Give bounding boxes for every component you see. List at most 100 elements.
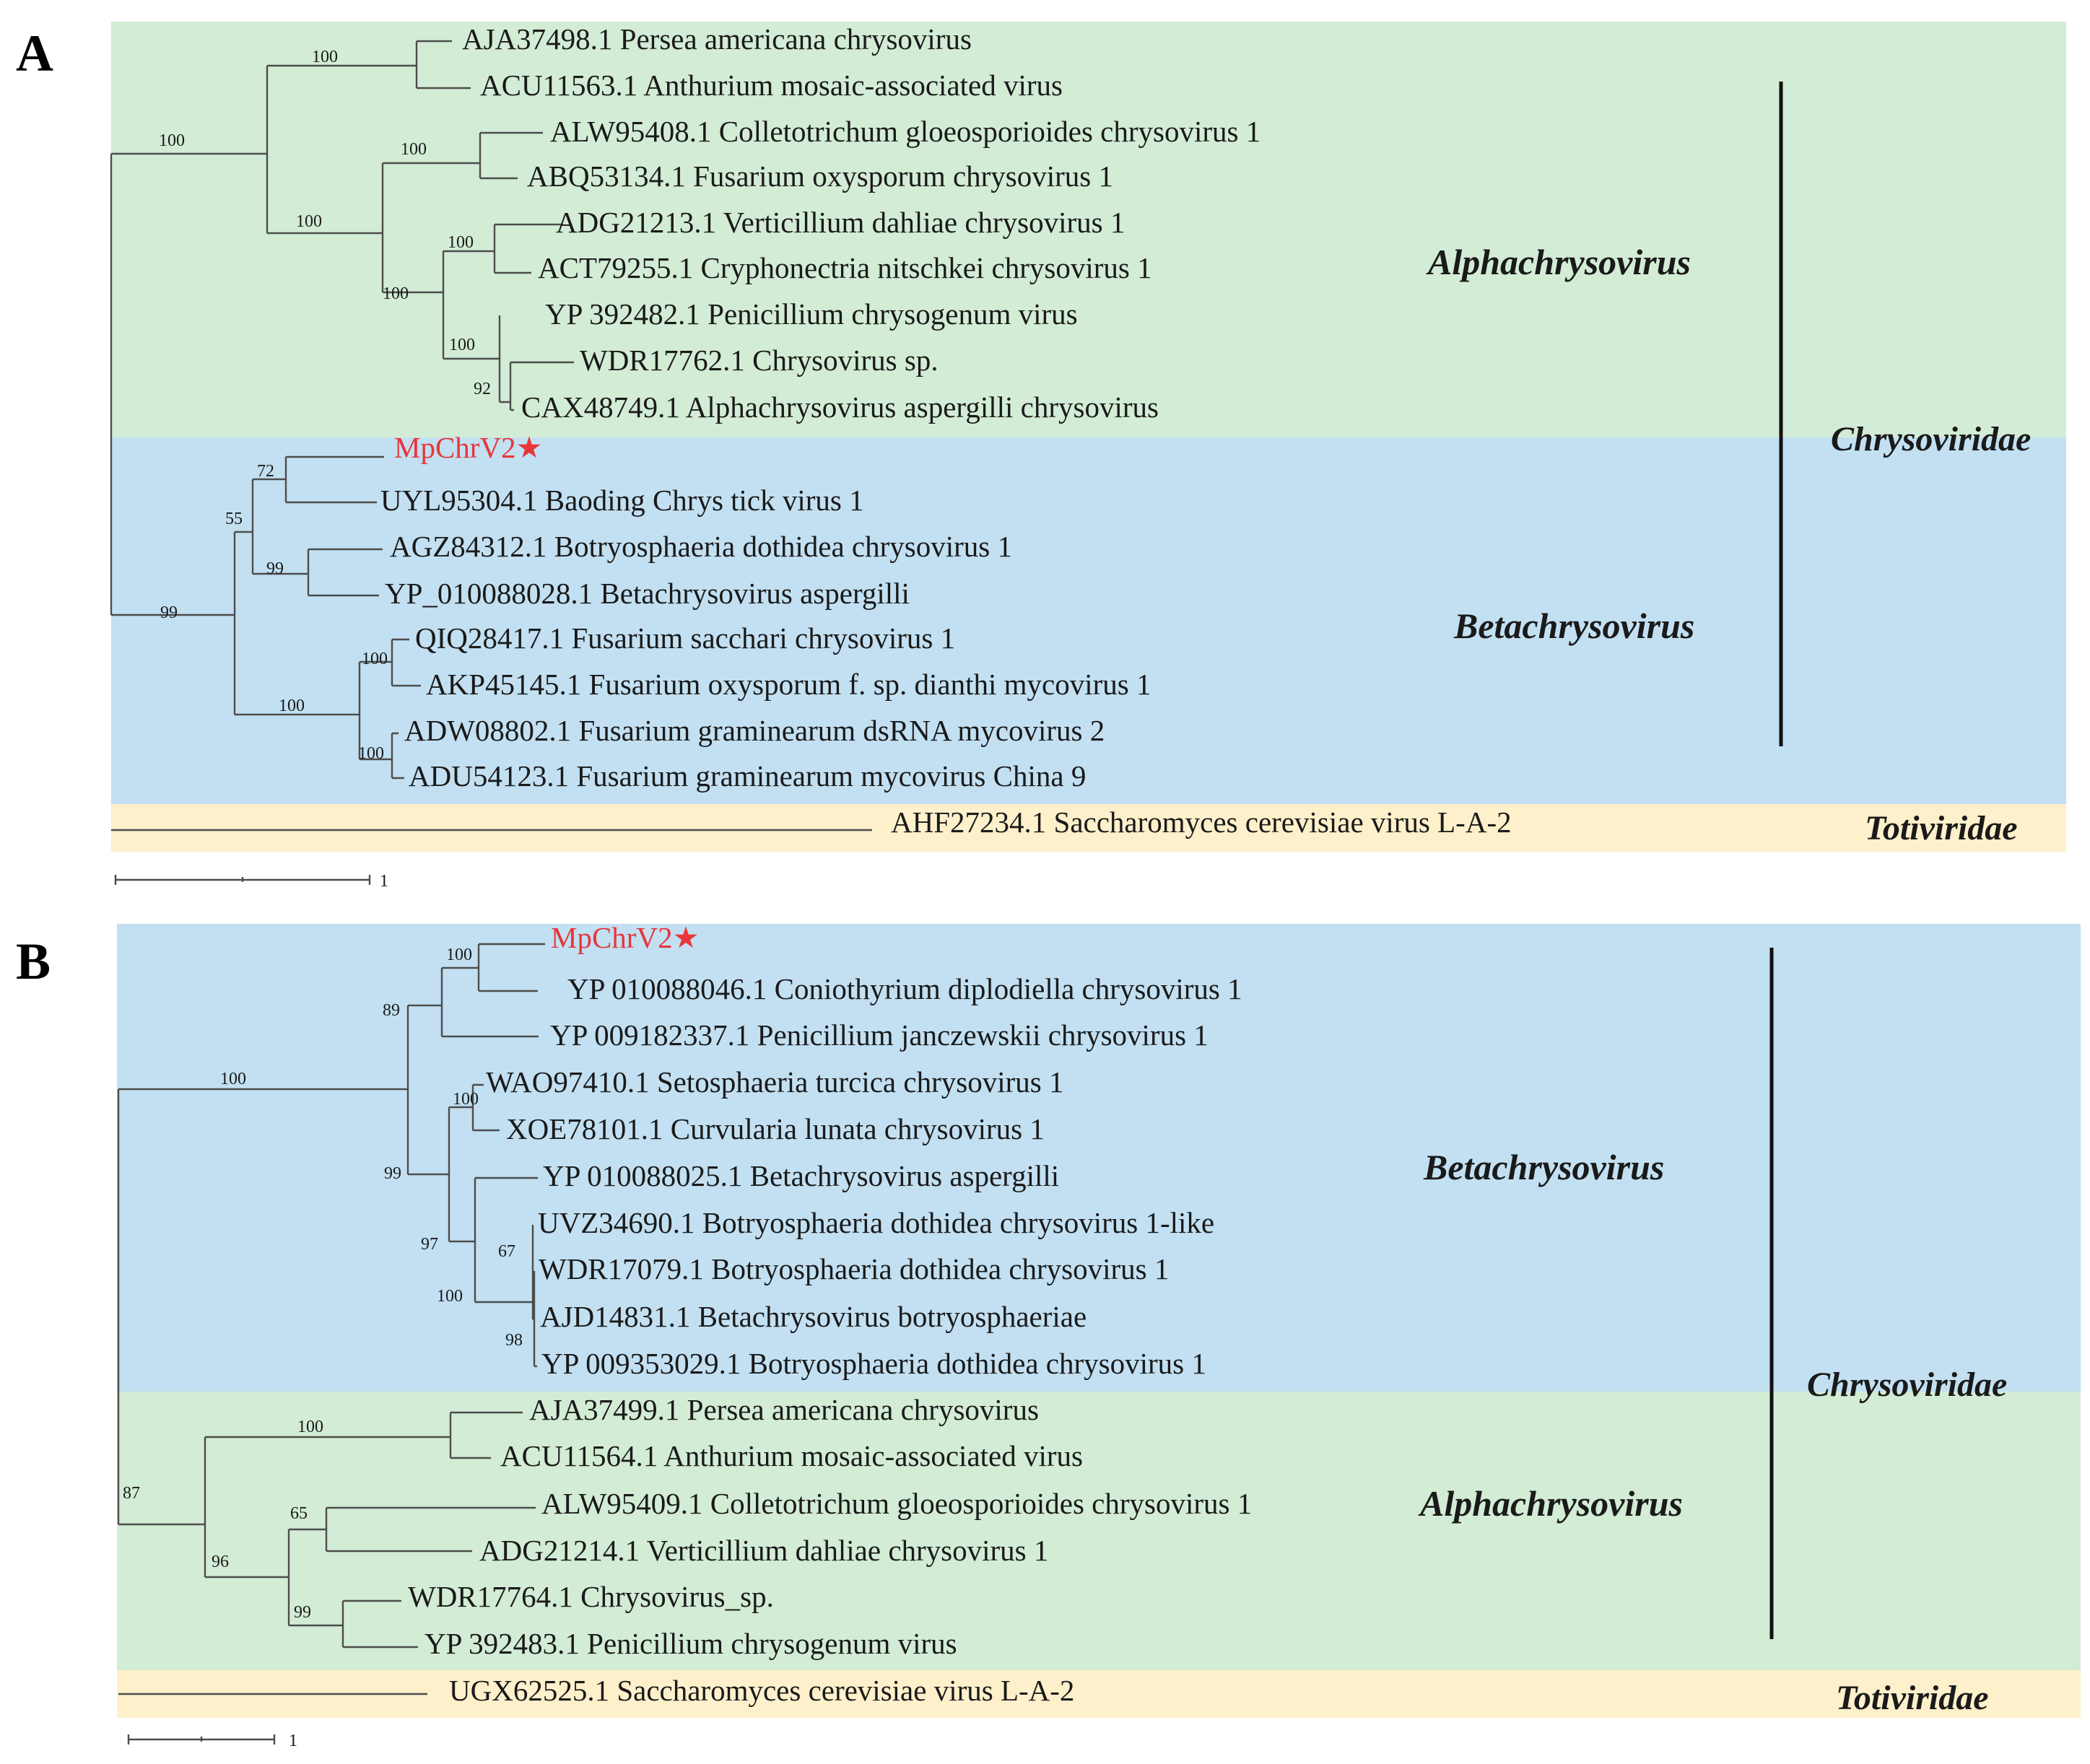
branch <box>440 966 539 1038</box>
tip-label: AKP45145.1 Fusarium oxysporum f. sp. dia… <box>426 668 1151 701</box>
panel-a-genus-label-betachrysovirus: Betachrysovirus <box>1453 606 1694 646</box>
tip-label: YP_010088028.1 Betachrysovirus aspergill… <box>385 577 910 610</box>
panel-b-bootstrap-values: 100 89 100 100 99 97 67 100 98 100 87 65… <box>123 946 523 1622</box>
tip-label: YP 009353029.1 Botryosphaeria dothidea c… <box>541 1347 1206 1380</box>
mpchrv2-tip-label: MpChrV2★ <box>551 921 699 954</box>
branch <box>391 732 404 780</box>
branch <box>251 478 308 575</box>
bootstrap-value: 100 <box>362 650 388 668</box>
panel-a-alphachrysovirus-band <box>111 22 2066 437</box>
branch <box>442 250 500 360</box>
bootstrap-value: 99 <box>160 603 178 622</box>
branch <box>358 660 392 761</box>
tip-label: CAX48749.1 Alphachrysovirus aspergilli c… <box>521 390 1159 424</box>
branch <box>493 223 563 274</box>
bootstrap-value: 98 <box>505 1331 523 1350</box>
bootstrap-value: 72 <box>257 462 274 481</box>
bootstrap-value: 65 <box>290 1504 308 1523</box>
scale-bar-label: 1 <box>380 872 388 891</box>
branch <box>391 638 421 687</box>
branch <box>287 1528 343 1627</box>
bootstrap-value: 100 <box>449 336 475 354</box>
panel-a-tip-labels: AJA37498.1 Persea americana chrysovirus … <box>380 22 1512 839</box>
branch <box>341 1599 418 1649</box>
bootstrap-value: 100 <box>297 1418 323 1436</box>
branch <box>110 152 872 831</box>
branch <box>533 1271 537 1368</box>
bootstrap-value: 100 <box>383 284 409 303</box>
tip-label: ADW08802.1 Fusarium graminearum dsRNA my… <box>404 714 1105 747</box>
panel-b-totiviridae-band <box>117 1670 2081 1718</box>
bootstrap-value: 100 <box>358 744 384 763</box>
tip-label: QIQ28417.1 Fusarium sacchari chrysovirus… <box>415 621 955 655</box>
bootstrap-value: 89 <box>383 1001 400 1020</box>
panel-a-scale-bar: 1 <box>114 872 388 891</box>
bootstrap-value: 97 <box>421 1235 438 1254</box>
panel-a-branches <box>110 40 872 831</box>
tip-label: UYL95304.1 Baoding Chrys tick virus 1 <box>380 484 864 517</box>
panel-a-betachrysovirus-band <box>111 437 2066 804</box>
tip-label: AGZ84312.1 Botryosphaeria dothidea chrys… <box>390 530 1012 563</box>
bootstrap-value: 100 <box>437 1287 463 1306</box>
bootstrap-value: 100 <box>401 140 427 159</box>
tip-label: ACU11564.1 Anthurium mosaic-associated v… <box>500 1439 1083 1472</box>
tip-label: ABQ53134.1 Fusarium oxysporum chrysoviru… <box>527 160 1113 193</box>
bootstrap-value: 100 <box>453 1090 479 1109</box>
panel-b-branches <box>117 943 545 1695</box>
bootstrap-value: 100 <box>220 1070 246 1088</box>
bootstrap-value: 55 <box>225 510 243 528</box>
bootstrap-value: 100 <box>159 131 185 150</box>
tip-label: XOE78101.1 Curvularia lunata chrysovirus… <box>506 1112 1045 1145</box>
panel-b-genus-label-betachrysovirus: Betachrysovirus <box>1423 1147 1664 1187</box>
tip-label: WAO97410.1 Setosphaeria turcica chrysovi… <box>486 1065 1063 1099</box>
tip-label: AJA37498.1 Persea americana chrysovirus <box>462 22 972 56</box>
branch <box>233 530 360 716</box>
tip-label: WDR17764.1 Chrysovirus_sp. <box>408 1580 774 1613</box>
branch <box>415 40 471 89</box>
tip-label: ADG21214.1 Verticillium dahliae chrysovi… <box>479 1534 1048 1567</box>
panel-a-genus-label-alphachrysovirus: Alphachrysovirus <box>1426 242 1691 282</box>
branch <box>477 943 545 992</box>
tip-label: UVZ34690.1 Botryosphaeria dothidea chrys… <box>538 1206 1214 1239</box>
panel-b-scale-bar: 1 <box>127 1732 297 1750</box>
branch <box>474 1176 538 1304</box>
branch <box>117 1088 427 1695</box>
branch <box>406 1004 449 1176</box>
panel-b-letter: B <box>16 933 51 990</box>
tip-label: AJD14831.1 Betachrysovirus botryosphaeri… <box>540 1300 1087 1333</box>
branch <box>471 1083 500 1132</box>
branch <box>284 455 384 504</box>
panel-a-bootstrap-values: 100 100 100 100 100 100 100 92 72 55 99 … <box>159 48 491 763</box>
tip-label: WDR17079.1 Botryosphaeria dothidea chrys… <box>539 1252 1169 1285</box>
panel-b-alphachrysovirus-band <box>117 1392 2081 1670</box>
branch <box>479 131 543 180</box>
tip-label: ALW95409.1 Colletotrichum gloeosporioide… <box>541 1487 1252 1520</box>
tip-label: UGX62525.1 Saccharomyces cerevisiae viru… <box>449 1674 1074 1707</box>
bootstrap-value: 100 <box>279 697 305 715</box>
tip-label: YP 010088025.1 Betachrysovirus aspergill… <box>543 1159 1059 1192</box>
panel-b-tip-labels: MpChrV2★ YP 010088046.1 Coniothyrium dip… <box>408 921 1252 1707</box>
bootstrap-value: 100 <box>312 48 338 66</box>
branch <box>381 162 480 294</box>
tip-label: YP 010088046.1 Coniothyrium diplodiella … <box>567 972 1242 1005</box>
bootstrap-value: 96 <box>212 1553 229 1571</box>
bootstrap-value: 92 <box>474 380 491 398</box>
tip-label: ACT79255.1 Cryphonectria nitschkei chrys… <box>538 251 1152 284</box>
panel-a-family-label-chrysoviridae: Chrysoviridae <box>1831 420 2031 458</box>
branch <box>448 1106 475 1243</box>
tip-label: YP 009182337.1 Penicillium janczewskii c… <box>550 1018 1209 1052</box>
panel-b-family-label-totiviridae: Totiviridae <box>1836 1679 1989 1717</box>
branch <box>325 1506 536 1553</box>
branch <box>204 1436 450 1579</box>
panel-a-totiviridae-band <box>111 804 2066 852</box>
tip-label: ADG21213.1 Verticillium dahliae chrysovi… <box>556 206 1125 239</box>
branch <box>509 361 574 411</box>
bootstrap-value: 100 <box>448 233 474 252</box>
bootstrap-value: 99 <box>266 559 284 578</box>
panel-a-letter: A <box>16 25 53 82</box>
panel-a: A AJA37498.1 Persea americana chrysoviru… <box>16 22 2066 891</box>
tip-label: ACU11563.1 Anthurium mosaic-associated v… <box>480 69 1063 102</box>
branch <box>449 1411 523 1459</box>
tip-label: AJA37499.1 Persea americana chrysovirus <box>529 1393 1039 1426</box>
